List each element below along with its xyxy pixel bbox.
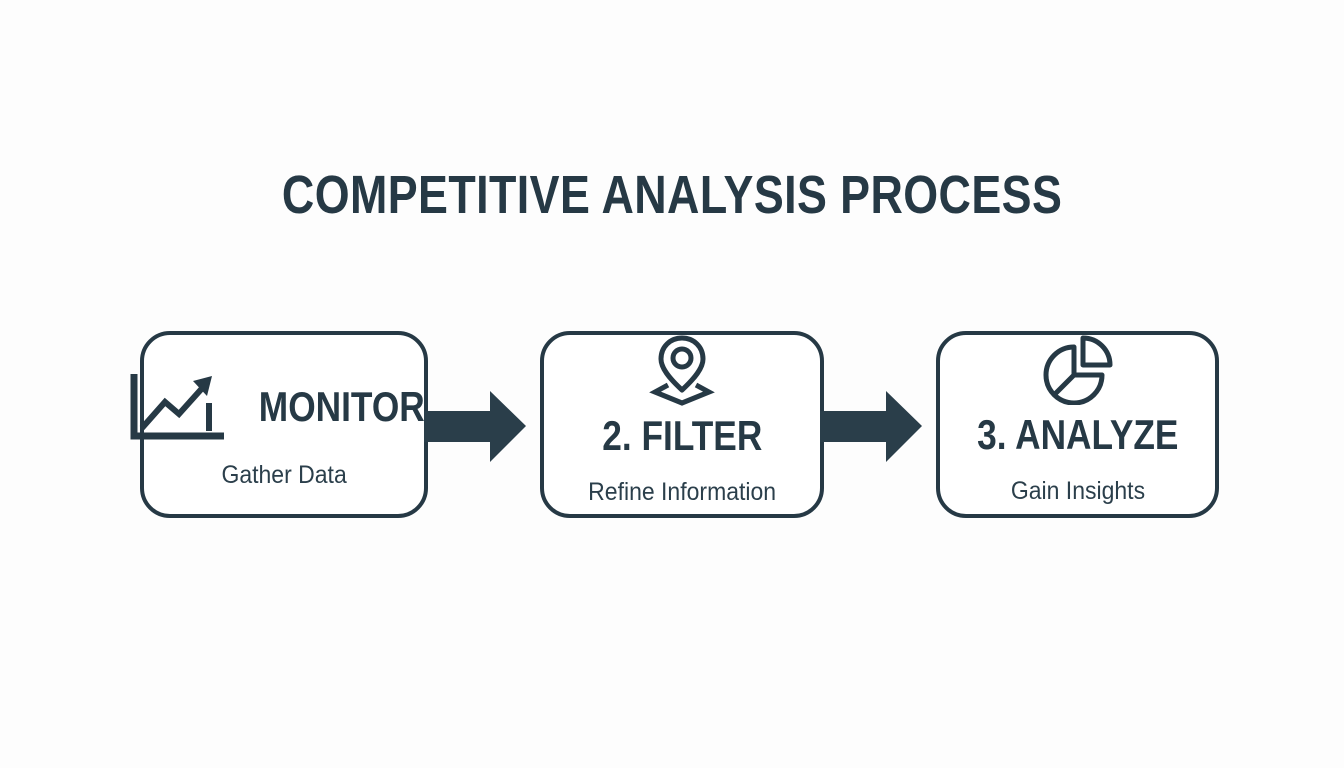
monitor-title-row: MONITOR <box>127 371 441 443</box>
arrow-right-icon <box>820 391 922 462</box>
location-pin-icon <box>647 334 717 406</box>
diagram-title: COMPETITIVE ANALYSIS PROCESS <box>0 168 1344 222</box>
step-subtitle-analyze: Gain Insights <box>1010 477 1145 506</box>
line-chart-trend-up-icon <box>127 371 227 443</box>
diagram-title-text: COMPETITIVE ANALYSIS PROCESS <box>281 165 1063 225</box>
step-title-monitor: MONITOR <box>259 382 425 430</box>
pie-chart-icon <box>1038 335 1118 405</box>
step-box-filter: 2. FILTER Refine Information <box>540 331 824 518</box>
step-title-analyze: 3. ANALYZE <box>976 410 1179 458</box>
step-title-filter: 2. FILTER <box>601 411 763 459</box>
step-box-monitor: MONITOR Gather Data <box>130 331 428 518</box>
step-subtitle-monitor: Gather Data <box>221 461 347 489</box>
step-box-analyze: 3. ANALYZE Gain Insights <box>936 331 1219 518</box>
step-subtitle-filter: Refine Information <box>588 478 776 507</box>
arrow-right-icon <box>424 391 526 462</box>
